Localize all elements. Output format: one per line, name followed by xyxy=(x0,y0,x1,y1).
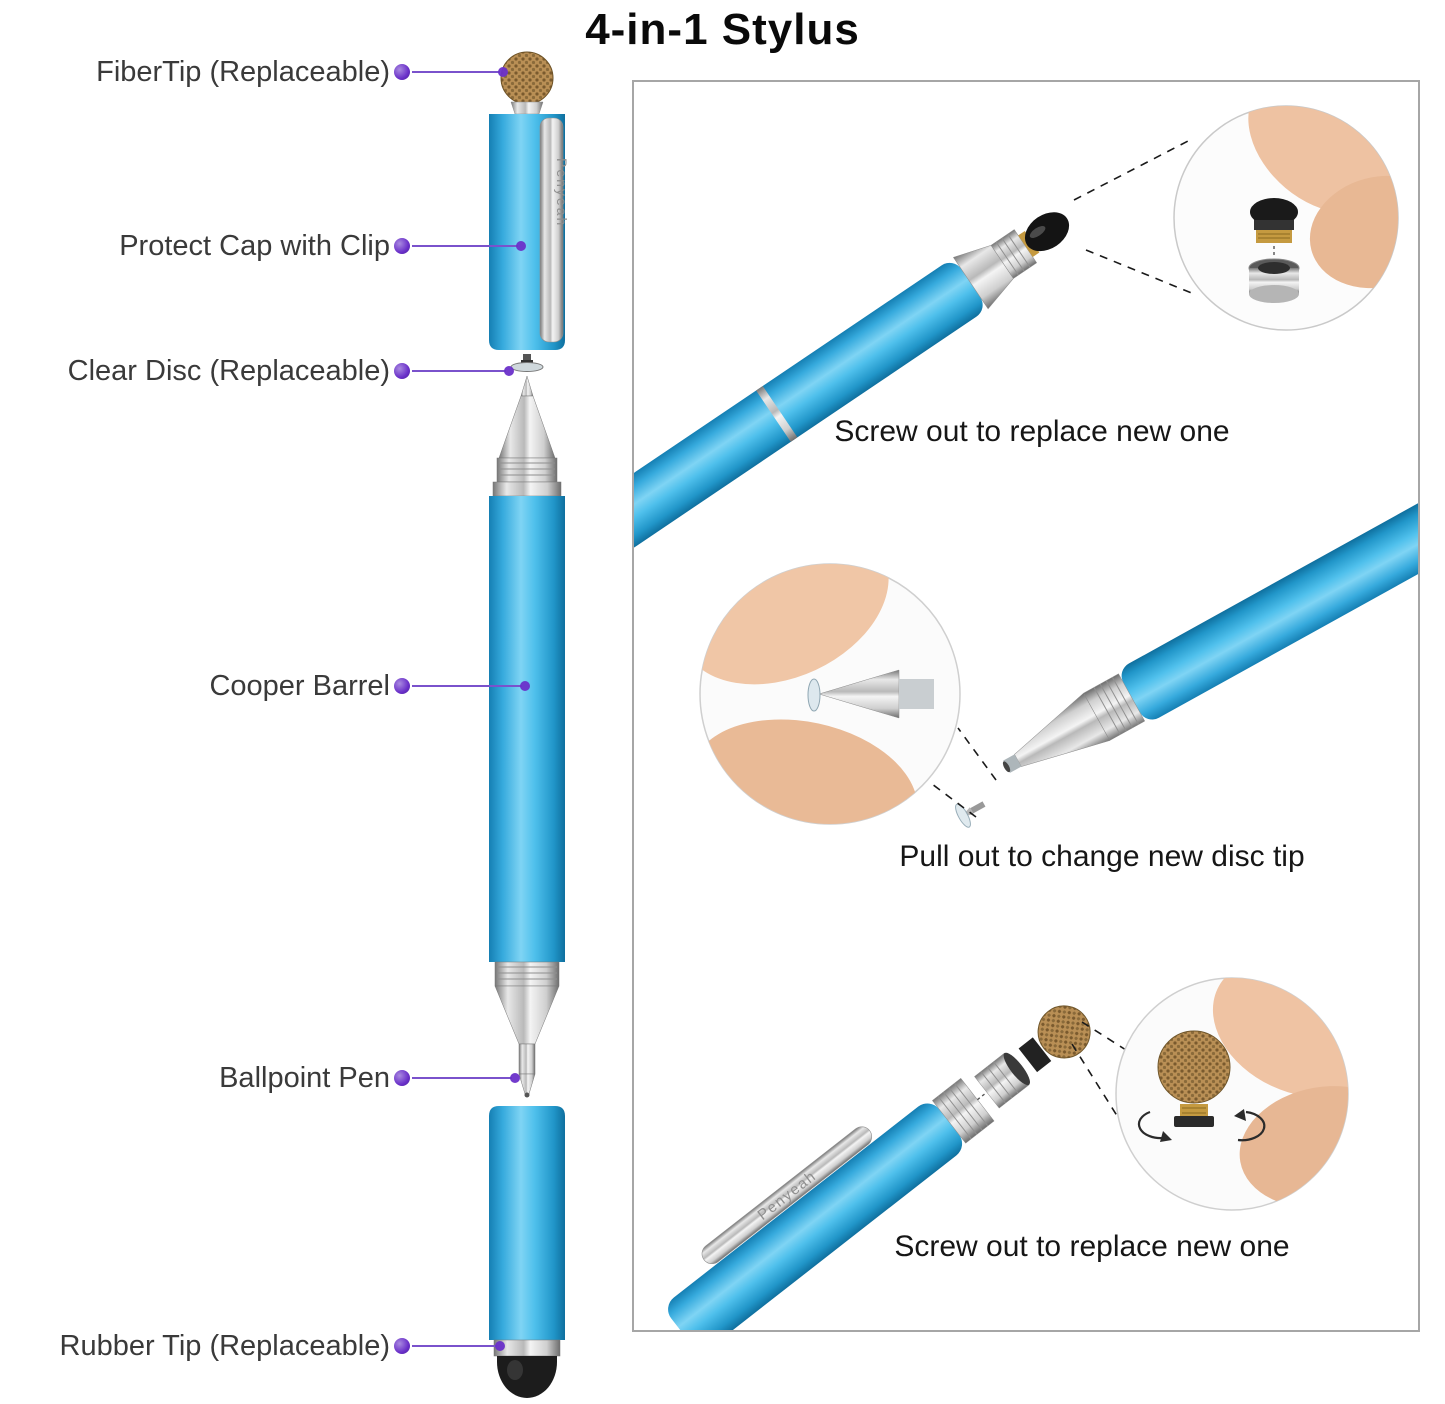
protect-cap-part: Penyeah xyxy=(489,114,570,350)
rotate-arrow-icon xyxy=(1237,1110,1266,1142)
label-ballpoint-pen-enddot xyxy=(510,1073,520,1083)
brand-engraving: Penyeah xyxy=(554,158,570,227)
label-clear-disc-dot xyxy=(394,363,410,379)
caption-screw-top: Screw out to replace new one xyxy=(834,415,1230,448)
caption-pull-middle: Pull out to change new disc tip xyxy=(899,840,1305,873)
label-protect-cap: Protect Cap with Clip xyxy=(119,230,390,262)
label-rubber-tip-enddot xyxy=(495,1341,505,1351)
label-cooper-barrel-enddot xyxy=(520,681,530,691)
label-clear-disc-line xyxy=(412,370,506,372)
scene-fiber-tip-pen: Penyeah xyxy=(668,977,1349,1330)
label-ballpoint-pen-dot xyxy=(394,1070,410,1086)
pen-clip xyxy=(539,117,564,343)
rubber-tip-cap-part xyxy=(489,1106,565,1398)
label-clear-disc: Clear Disc (Replaceable) xyxy=(67,355,390,387)
callout-dash-line xyxy=(957,727,997,781)
label-rubber-tip: Rubber Tip (Replaceable) xyxy=(59,1330,390,1362)
scene-disc-tip-pen xyxy=(699,500,1418,828)
rotate-arrow-icon xyxy=(1137,1110,1165,1140)
label-cooper-barrel-line xyxy=(412,685,522,687)
inset-disc-tip-content xyxy=(700,564,934,824)
label-fiber-tip-enddot xyxy=(498,67,508,77)
label-protect-cap-dot xyxy=(394,238,410,254)
separated-disc-piece xyxy=(955,801,986,828)
label-fiber-tip-dot xyxy=(394,64,410,80)
label-cooper-barrel-dot xyxy=(394,678,410,694)
label-ballpoint-pen-line xyxy=(412,1077,512,1079)
scene-rubber-tip-pen xyxy=(634,105,1399,550)
label-ballpoint-pen: Ballpoint Pen xyxy=(219,1062,390,1094)
label-protect-cap-line xyxy=(412,245,518,247)
pen-clip xyxy=(701,1126,873,1265)
fiber-tip-part xyxy=(500,51,554,115)
label-fiber-tip-line xyxy=(412,71,500,73)
callout-dash-line xyxy=(1085,249,1195,295)
label-protect-cap-enddot xyxy=(516,241,526,251)
disc-cone-and-barrel-part xyxy=(489,375,565,962)
callout-dash-line xyxy=(931,783,977,818)
callout-dash-line xyxy=(1073,139,1191,201)
caption-screw-bottom: Screw out to replace new one xyxy=(894,1230,1290,1263)
label-clear-disc-enddot xyxy=(504,366,514,376)
label-rubber-tip-line xyxy=(412,1345,497,1347)
label-rubber-tip-dot xyxy=(394,1338,410,1354)
exploded-pen-illustration: Penyeah xyxy=(489,51,570,1398)
detail-panel: Penyeah xyxy=(632,80,1420,1332)
ballpoint-tip-part xyxy=(494,961,560,1098)
label-cooper-barrel: Cooper Barrel xyxy=(209,670,390,702)
cooper-barrel xyxy=(489,496,565,962)
label-fiber-tip: FiberTip (Replaceable) xyxy=(96,56,390,88)
page-title: 4-in-1 Stylus xyxy=(585,5,860,54)
detail-panel-illustration: Penyeah xyxy=(634,105,1418,1330)
